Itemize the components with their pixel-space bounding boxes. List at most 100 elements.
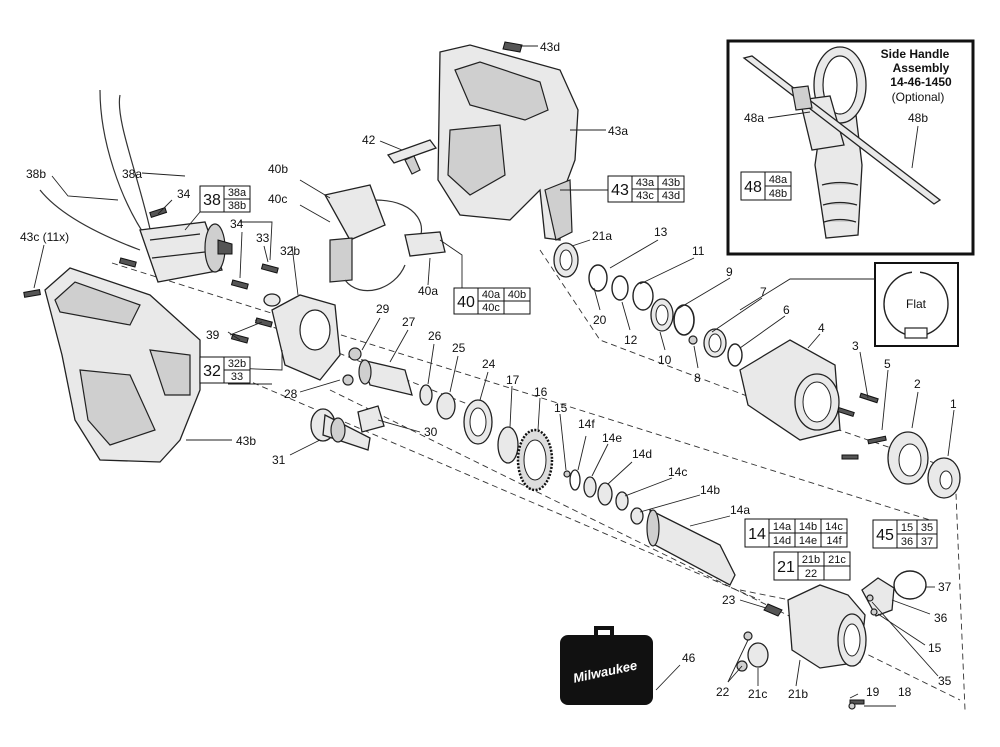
label-17: 17 [506, 373, 520, 387]
svg-text:14d: 14d [773, 535, 791, 547]
label-21c: 21c [748, 687, 767, 701]
svg-text:43a: 43a [636, 177, 655, 189]
svg-text:37: 37 [921, 536, 933, 548]
label-38a: 38a [122, 167, 142, 181]
svg-text:21b: 21b [802, 554, 820, 566]
svg-text:48b: 48b [769, 188, 787, 200]
flat-label: Flat [906, 297, 927, 311]
flat-inset: Flat [739, 262, 959, 347]
group-21: 21 21b 21c 22 [773, 551, 851, 581]
group-40: 40 40a 40b 40c [453, 287, 531, 315]
label-31: 31 [272, 453, 286, 467]
label-7: 7 [760, 285, 767, 299]
svg-text:32b: 32b [228, 358, 246, 370]
spindle-14 [563, 469, 736, 586]
label-21b: 21b [788, 687, 808, 701]
label-27: 27 [402, 315, 416, 329]
group-45: 45 15 35 36 37 [872, 519, 938, 549]
svg-text:35: 35 [921, 522, 933, 534]
label-42: 42 [362, 133, 376, 147]
svg-text:14: 14 [748, 526, 766, 543]
leader-lines [33, 45, 955, 707]
label-6: 6 [783, 303, 790, 317]
svg-text:22: 22 [805, 568, 817, 580]
svg-text:14f: 14f [826, 535, 842, 547]
svg-text:43: 43 [611, 182, 629, 199]
label-15-top: 15 [554, 401, 568, 415]
svg-text:36: 36 [901, 536, 913, 548]
gear-16 [497, 426, 554, 492]
label-39: 39 [206, 328, 220, 342]
svg-text:43d: 43d [662, 190, 680, 202]
svg-text:48: 48 [744, 179, 762, 196]
label-10: 10 [658, 353, 672, 367]
label-48a: 48a [744, 111, 764, 125]
label-38b: 38b [26, 167, 46, 181]
label-13: 13 [654, 225, 668, 239]
svg-text:40b: 40b [508, 289, 526, 301]
label-1: 1 [950, 397, 957, 411]
label-4: 4 [818, 321, 825, 335]
label-33: 33 [256, 231, 270, 245]
label-8: 8 [694, 371, 701, 385]
label-14f: 14f [578, 417, 595, 431]
housing-43 [437, 41, 579, 241]
svg-text:14c: 14c [825, 521, 843, 533]
label-18: 18 [898, 685, 912, 699]
side-handle-title-1: Side Handle [881, 47, 950, 61]
svg-text:32: 32 [203, 363, 221, 380]
label-37: 37 [938, 580, 952, 594]
front-housing-4 [739, 339, 887, 460]
label-40c: 40c [268, 192, 287, 206]
switch-40 [324, 184, 446, 292]
front-rings [553, 242, 743, 367]
label-46: 46 [682, 651, 696, 665]
group-32: 32 32b 33 [199, 356, 251, 384]
svg-text:21c: 21c [828, 554, 846, 566]
side-handle-title-2: Assembly [893, 61, 950, 75]
svg-text:14b: 14b [799, 521, 817, 533]
label-20: 20 [593, 313, 607, 327]
label-14b: 14b [700, 483, 720, 497]
svg-text:45: 45 [876, 527, 894, 544]
svg-text:15: 15 [901, 522, 913, 534]
label-5: 5 [884, 357, 891, 371]
label-22: 22 [716, 685, 730, 699]
svg-text:40a: 40a [482, 289, 501, 301]
group-38: 38 38a 38b [199, 185, 251, 213]
label-43d: 43d [540, 40, 560, 54]
label-25: 25 [452, 341, 466, 355]
label-35: 35 [938, 674, 952, 688]
label-24: 24 [482, 357, 496, 371]
label-3: 3 [852, 339, 859, 353]
label-30: 30 [424, 425, 438, 439]
label-14e: 14e [602, 431, 622, 445]
group-48: 48 48a 48b [740, 171, 792, 201]
svg-text:38b: 38b [228, 200, 246, 212]
label-26: 26 [428, 329, 442, 343]
part-labels: 43d 42 43a 38a 38b 34 34 33 32b 43c (11x… [20, 40, 957, 701]
label-15: 15 [928, 641, 942, 655]
label-48b: 48b [908, 111, 928, 125]
svg-text:40c: 40c [482, 302, 500, 314]
svg-text:43b: 43b [662, 177, 680, 189]
label-14d: 14d [632, 447, 652, 461]
label-40b: 40b [268, 162, 288, 176]
label-16: 16 [534, 385, 548, 399]
parts-26-25-24 [419, 384, 493, 445]
label-2: 2 [914, 377, 921, 391]
gearcase-21b [736, 584, 867, 710]
clutch-45 [861, 570, 927, 617]
label-36: 36 [934, 611, 948, 625]
label-14a: 14a [730, 503, 750, 517]
label-12: 12 [624, 333, 638, 347]
label-32b: 32b [280, 244, 300, 258]
label-28: 28 [284, 387, 298, 401]
svg-text:14a: 14a [773, 521, 792, 533]
svg-text:14e: 14e [799, 535, 817, 547]
motor-38 [39, 89, 233, 283]
svg-text:40: 40 [457, 294, 475, 311]
label-21a: 21a [592, 229, 612, 243]
label-9: 9 [726, 265, 733, 279]
